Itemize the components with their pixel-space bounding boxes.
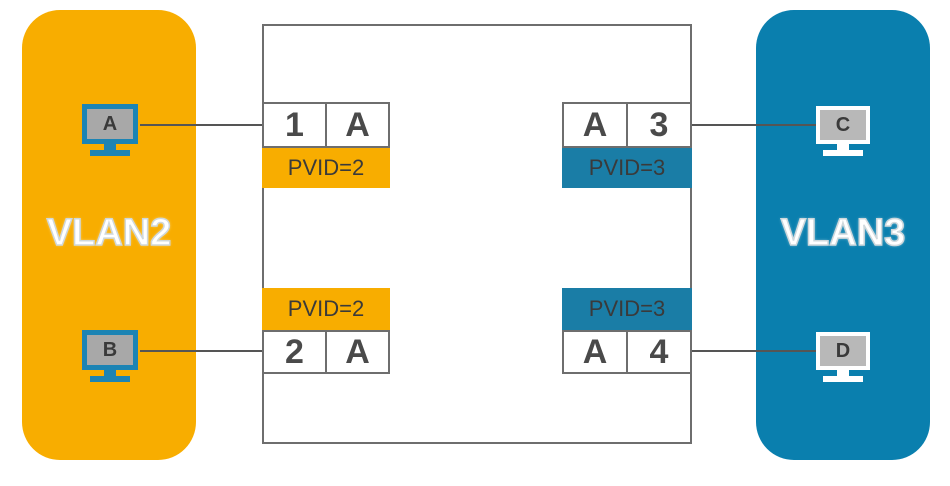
link-a-port1 xyxy=(140,124,264,126)
host-a-label: A xyxy=(102,112,118,135)
port-4[interactable]: A 4 xyxy=(562,330,692,374)
host-b-base xyxy=(90,376,130,382)
port-1-number: 1 xyxy=(285,105,304,144)
host-c[interactable]: C xyxy=(816,106,870,160)
vlan2-panel xyxy=(22,10,196,460)
port-3-mode: A xyxy=(582,105,608,144)
host-a[interactable]: A xyxy=(82,104,138,160)
host-a-base xyxy=(90,150,130,156)
host-d-label: D xyxy=(835,339,851,362)
host-b-screen: B xyxy=(82,330,138,370)
host-d[interactable]: D xyxy=(816,332,870,386)
vlan3-label: VLAN3 xyxy=(780,211,906,255)
port-2[interactable]: 2 A xyxy=(262,330,390,374)
vlan2-label: VLAN2 xyxy=(46,211,172,255)
switch xyxy=(262,24,692,444)
port-1-mode: A xyxy=(325,104,388,146)
host-d-screen: D xyxy=(816,332,870,370)
computer-monitor-icon xyxy=(104,144,116,150)
port-1-pvid: PVID=2 xyxy=(262,148,390,188)
port-2-mode: A xyxy=(325,332,388,372)
host-b-label: B xyxy=(102,338,118,361)
port-2-pvid: PVID=2 xyxy=(262,288,390,330)
link-b-port2 xyxy=(140,350,264,352)
port-2-number: 2 xyxy=(285,332,304,371)
host-a-screen: A xyxy=(82,104,138,144)
host-b[interactable]: B xyxy=(82,330,138,386)
computer-monitor-icon xyxy=(837,144,849,150)
computer-monitor-icon xyxy=(104,370,116,376)
host-c-label: C xyxy=(835,113,851,136)
host-c-base xyxy=(823,150,863,156)
port-4-number: 4 xyxy=(626,332,690,372)
host-c-screen: C xyxy=(816,106,870,144)
link-port3-c xyxy=(690,124,816,126)
port-4-mode: A xyxy=(582,332,608,371)
port-3-pvid: PVID=3 xyxy=(562,148,692,188)
vlan3-panel xyxy=(756,10,930,460)
host-d-base xyxy=(823,376,863,382)
port-3-number: 3 xyxy=(626,104,690,146)
port-3[interactable]: A 3 xyxy=(562,102,692,148)
link-port4-d xyxy=(690,350,816,352)
port-4-pvid: PVID=3 xyxy=(562,288,692,330)
computer-monitor-icon xyxy=(837,370,849,376)
port-1[interactable]: 1 A xyxy=(262,102,390,148)
